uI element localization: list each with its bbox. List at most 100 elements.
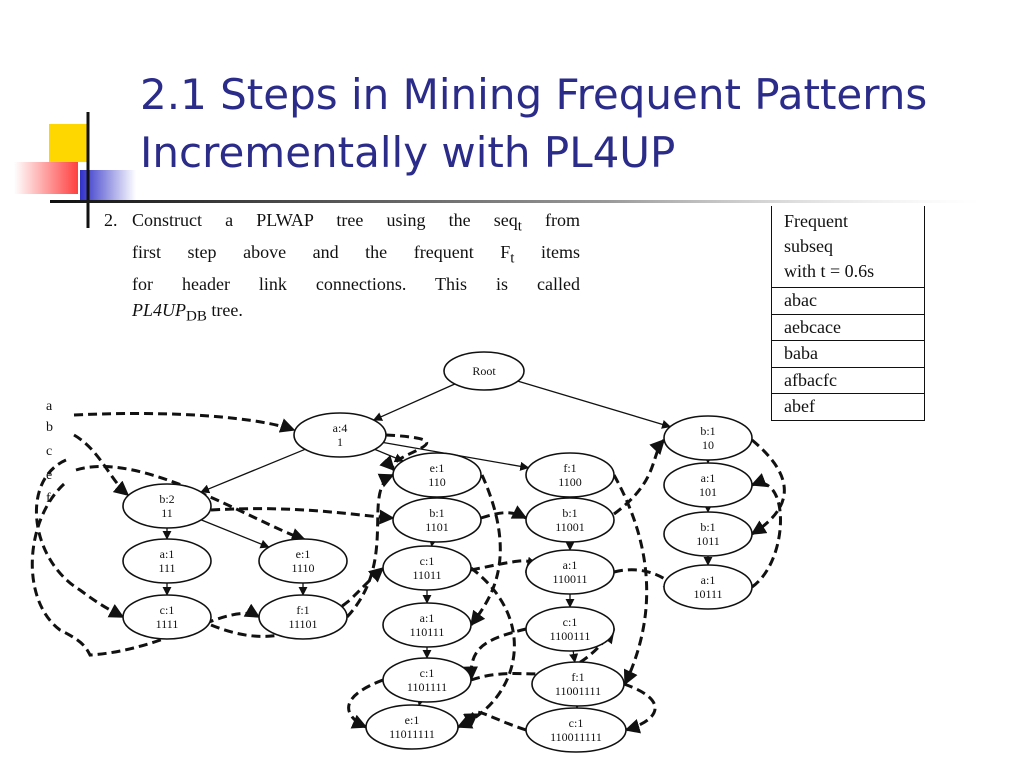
node-label: f:1 <box>296 603 309 617</box>
tree-node-b1101: b:11101 <box>392 497 482 543</box>
header-link-thread <box>613 438 666 516</box>
tree-node-c1111: c:11111 <box>122 594 212 640</box>
node-label: a:1 <box>701 471 716 485</box>
tree-edge <box>569 650 579 663</box>
node-position-code: 1110 <box>291 561 314 575</box>
header-table-item: a <box>46 399 53 414</box>
node-shape <box>392 497 482 543</box>
node-position-code: 1101111 <box>407 680 447 694</box>
node-position-code: 1100111 <box>550 629 591 643</box>
header-link-thread <box>623 682 657 734</box>
tree-node-a4: a:41 <box>293 412 387 458</box>
node-position-code: 10 <box>702 438 714 452</box>
node-position-code: 11011 <box>412 568 441 582</box>
node-shape <box>525 452 615 498</box>
node-position-code: 10111 <box>693 587 722 601</box>
node-shape <box>663 511 753 557</box>
step-line-4: PL4UPDB tree. <box>132 299 243 325</box>
tree-edge <box>517 380 672 429</box>
node-shape <box>382 545 472 591</box>
node-position-code: 110 <box>428 475 446 489</box>
tree-node-root: Root <box>443 351 525 391</box>
node-shape <box>525 707 627 753</box>
header-link-thread <box>469 474 502 627</box>
node-label: b:1 <box>700 424 715 438</box>
node-position-code: 110011 <box>552 572 587 586</box>
node-label: e:1 <box>405 713 420 727</box>
node-position-code: 111 <box>158 561 175 575</box>
node-label: e:1 <box>296 547 311 561</box>
yellow-square <box>49 124 87 162</box>
tree-node-b1011: b:11011 <box>663 511 753 557</box>
node-label: c:1 <box>420 666 435 680</box>
table-header: Frequent subseq with t = 0.6s <box>772 206 924 288</box>
step-number: 2. <box>104 210 118 230</box>
node-shape <box>525 497 615 543</box>
node-shape <box>122 594 212 640</box>
node-shape <box>122 483 212 529</box>
node-position-code: 101 <box>699 485 717 499</box>
node-label: a:1 <box>420 611 435 625</box>
header-link-thread <box>463 627 527 682</box>
step-line-1: Construct a PLWAP tree using the seqt fr… <box>132 210 580 235</box>
header-link-thread <box>75 464 307 543</box>
table-row: aebcace <box>772 315 924 341</box>
step-description: 2. Construct a PLWAP tree using the seqt… <box>104 208 580 330</box>
node-label: c:1 <box>160 603 175 617</box>
tree-node-a101: a:1101 <box>663 462 753 508</box>
header-table-item: b <box>46 420 53 435</box>
title-line-2: Incrementally with PL4UP <box>140 128 676 177</box>
header-link-thread <box>73 433 130 497</box>
node-position-code: 11001111 <box>555 684 601 698</box>
node-shape <box>531 661 625 707</box>
node-label: e:1 <box>430 461 445 475</box>
node-position-code: 110111 <box>410 625 445 639</box>
header-link-thread <box>456 566 516 729</box>
table-row: abef <box>772 394 924 421</box>
node-position-code: 110011111 <box>550 730 602 744</box>
node-shape <box>525 549 615 595</box>
header-link-thread <box>463 710 527 732</box>
tree-node-a10111: a:110111 <box>663 564 753 610</box>
node-shape <box>365 704 459 750</box>
node-shape <box>663 415 753 461</box>
node-label: b:2 <box>159 492 174 506</box>
header-link-thread <box>347 678 384 729</box>
header-link-thread <box>345 473 395 619</box>
header-link-thread <box>480 505 528 520</box>
node-shape <box>525 606 615 652</box>
red-square <box>14 162 78 194</box>
header-link-thread <box>750 473 782 589</box>
header-table-item: c <box>46 444 52 459</box>
node-label: b:1 <box>562 506 577 520</box>
tree-edge <box>200 448 306 494</box>
tree-edge <box>374 448 404 463</box>
node-label: a:1 <box>160 547 175 561</box>
node-position-code: 1 <box>337 435 343 449</box>
node-label: c:1 <box>563 615 578 629</box>
node-label: b:1 <box>429 506 444 520</box>
node-position-code: 1111 <box>156 617 179 631</box>
node-shape <box>293 412 387 458</box>
table-row: abac <box>772 288 924 315</box>
node-label: c:1 <box>569 716 584 730</box>
step-line-3: for header link connections. This is cal… <box>132 274 580 295</box>
node-label: c:1 <box>420 554 435 568</box>
table-header-line: subseq <box>784 236 833 256</box>
frequent-subseq-table: Frequent subseq with t = 0.6s abac aebca… <box>771 206 925 421</box>
node-shape <box>663 462 753 508</box>
node-position-code: 1100 <box>558 475 582 489</box>
table-header-line: Frequent <box>784 211 848 231</box>
node-label: a:1 <box>701 573 716 587</box>
node-shape <box>382 657 472 703</box>
title-line-1: 2.1 Steps in Mining Frequent Patterns <box>140 70 928 119</box>
